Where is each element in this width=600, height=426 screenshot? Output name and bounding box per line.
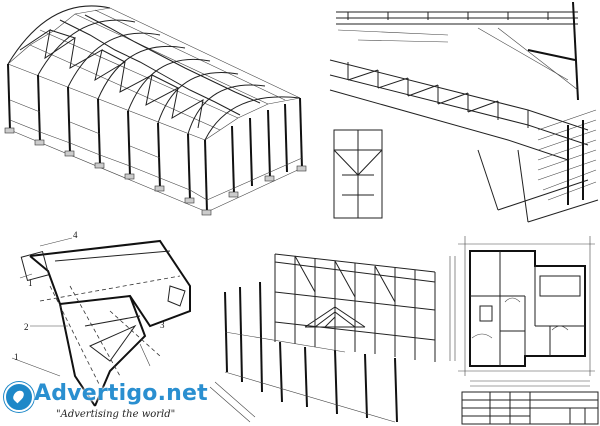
connection-node-drawing [11,237,191,407]
callout-2: 2 [24,322,29,332]
watermark-tagline: "Advertising the world" [56,409,176,420]
hangar-truss-drawing [4,5,307,216]
callout-1-upper: 1 [28,278,33,288]
callout-3: 3 [160,320,165,330]
floor-plan-drawing [449,236,599,425]
watermark-name: Advertigo.net [34,381,208,406]
stadium-roof-drawing [329,1,599,223]
location-pin-icon [4,382,34,412]
advertigo-watermark: Advertigo.net "Advertising the world" [4,378,208,422]
callout-1-lower: 1 [14,352,19,362]
building-frame-drawing [209,253,436,423]
callout-4: 4 [73,230,78,240]
